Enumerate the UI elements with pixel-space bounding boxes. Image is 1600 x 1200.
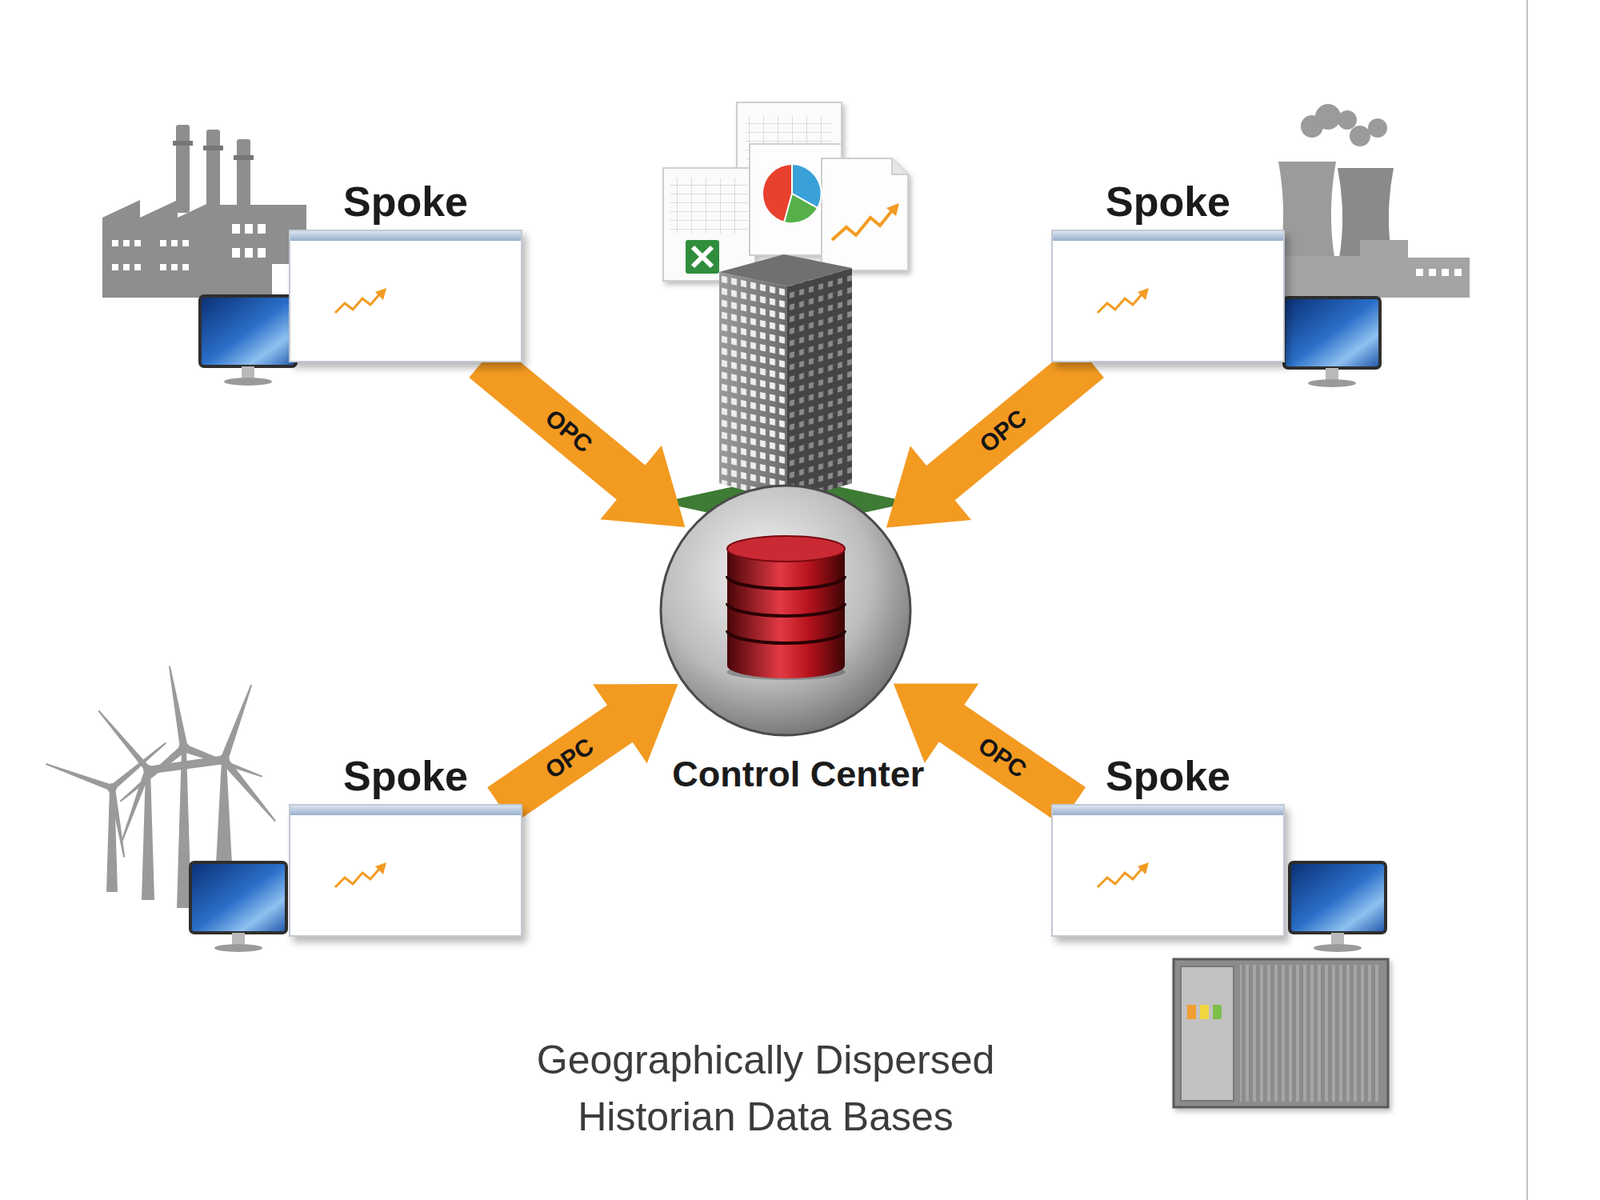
building-icon [719, 254, 852, 503]
spoke-window: Spoke [1051, 804, 1285, 937]
edge-label: OPC [975, 405, 1031, 457]
edge-label: OPC [541, 405, 597, 458]
spoke-window: Spoke [288, 229, 523, 363]
node-label: Control Center [672, 753, 924, 796]
edge-label: OPC [974, 733, 1032, 783]
trend-icon [1097, 862, 1149, 888]
report-documents-icon [663, 102, 908, 281]
factory-icon [102, 124, 307, 298]
caption: Geographically Dispersed Historian Data … [461, 1032, 1070, 1146]
opc-arrow [893, 684, 1086, 825]
opc-arrow [487, 684, 678, 824]
frame-line [1526, 0, 1528, 1200]
trend-icon [335, 288, 387, 313]
database-circle-shape [658, 483, 913, 738]
server-cabinet-icon [1173, 959, 1388, 1108]
opc-arrow [886, 343, 1104, 528]
database-circle: Control Center [658, 483, 913, 738]
spoke-window: Spoke [288, 804, 523, 937]
node-heading: Spoke [1105, 752, 1231, 801]
node-heading: Spoke [343, 178, 468, 227]
spoke-window: Spoke [1051, 229, 1285, 363]
node-heading: Spoke [343, 752, 468, 801]
trend-icon [1097, 288, 1149, 313]
power-plant-icon [1270, 104, 1470, 298]
trend-icon [335, 862, 387, 888]
opc-arrow [468, 343, 685, 528]
node-heading: Spoke [1105, 178, 1231, 227]
edge-label: OPC [541, 733, 599, 783]
